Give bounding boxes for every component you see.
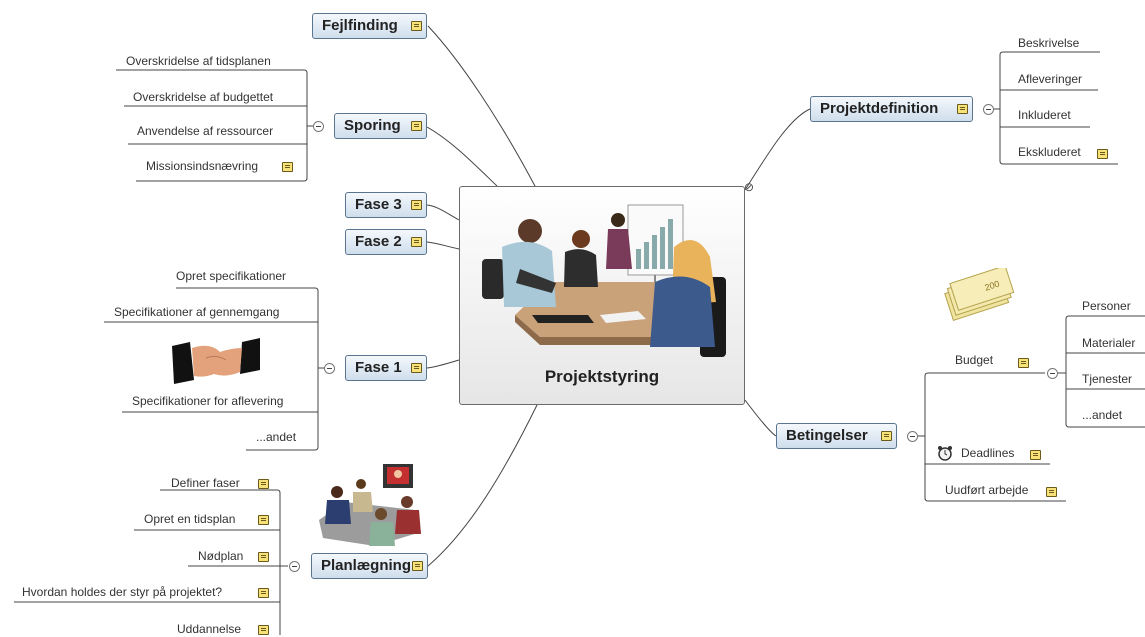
meeting-icon (319, 464, 421, 546)
note-icon[interactable] (411, 200, 422, 210)
topic-fejlfinding[interactable]: Fejlfinding (312, 13, 427, 39)
topic-label: Fase 3 (355, 196, 402, 213)
note-icon[interactable] (258, 515, 269, 525)
topic-label: Projektdefinition (820, 100, 939, 117)
collapse-icon[interactable] (907, 431, 918, 442)
fase1-item[interactable]: Opret specifikationer (176, 269, 287, 283)
collapse-icon[interactable] (289, 561, 300, 572)
central-title: Projektstyring (544, 367, 660, 386)
note-icon[interactable] (411, 363, 422, 373)
sporing-item[interactable]: Missionsindsnævring (146, 159, 259, 173)
fase1-item[interactable]: Specifikationer af gennemgang (114, 305, 280, 319)
planlaegning-item[interactable]: Hvordan holdes der styr på projektet? (22, 585, 223, 599)
attachment-icon[interactable]: ⊘ (744, 180, 755, 194)
planlaegning-item[interactable]: Definer faser (171, 476, 240, 490)
budget-item[interactable]: ...andet (1082, 408, 1123, 422)
note-icon[interactable] (258, 479, 269, 489)
topic-label: Planlægning (321, 557, 411, 574)
betingelser-item[interactable]: Budget (955, 353, 994, 367)
betingelser-item[interactable]: Deadlines (961, 446, 1015, 460)
topic-projektdefinition[interactable]: Projektdefinition (810, 96, 973, 122)
fase1-item[interactable]: ...andet (256, 430, 297, 444)
svg-text:200: 200 (983, 279, 1000, 293)
budget-item[interactable]: Personer (1082, 299, 1131, 313)
planlaegning-item[interactable]: Opret en tidsplan (144, 512, 236, 526)
collapse-icon[interactable] (1047, 368, 1058, 379)
note-icon[interactable] (1030, 450, 1041, 460)
note-icon[interactable] (1046, 487, 1057, 497)
topic-sporing[interactable]: Sporing (334, 113, 427, 139)
topic-fase1[interactable]: Fase 1 (345, 355, 427, 381)
topic-fase3[interactable]: Fase 3 (345, 192, 427, 218)
note-icon[interactable] (411, 237, 422, 247)
note-icon[interactable] (881, 431, 892, 441)
note-icon[interactable] (411, 21, 422, 31)
projektdefinition-item[interactable]: Inkluderet (1018, 108, 1071, 122)
topic-label: Fase 2 (355, 233, 402, 250)
topic-betingelser[interactable]: Betingelser (776, 423, 897, 449)
topic-label: Fejlfinding (322, 17, 398, 34)
betingelser-item[interactable]: Uudført arbejde (945, 483, 1029, 497)
sporing-item[interactable]: Overskridelse af tidsplanen (126, 54, 271, 68)
note-icon[interactable] (957, 104, 968, 114)
note-icon[interactable] (1018, 358, 1029, 368)
planlaegning-item[interactable]: Uddannelse (177, 622, 242, 636)
projektdefinition-item[interactable]: Afleveringer (1018, 72, 1083, 86)
collapse-icon[interactable] (313, 121, 324, 132)
projektdefinition-item[interactable]: Ekskluderet (1018, 145, 1081, 159)
note-icon[interactable] (258, 588, 269, 598)
note-icon[interactable] (412, 561, 423, 571)
topic-planlaegning[interactable]: Planlægning (311, 553, 428, 579)
note-icon[interactable] (258, 552, 269, 562)
collapse-icon[interactable] (324, 363, 335, 374)
alarm-clock-icon (938, 446, 952, 461)
planlaegning-item[interactable]: Nødplan (198, 549, 244, 563)
money-icon: 200 (944, 268, 1014, 321)
meeting-illustration (482, 204, 726, 357)
topic-fase2[interactable]: Fase 2 (345, 229, 427, 255)
collapse-icon[interactable] (983, 104, 994, 115)
note-icon[interactable] (411, 121, 422, 131)
note-icon[interactable] (258, 625, 269, 635)
projektdefinition-item[interactable]: Beskrivelse (1018, 36, 1080, 50)
sporing-item[interactable]: Overskridelse af budgettet (133, 90, 274, 104)
budget-item[interactable]: Materialer (1082, 336, 1136, 350)
central-topic[interactable]: Projektstyring (459, 186, 745, 405)
fase1-item[interactable]: Specifikationer for aflevering (132, 394, 284, 408)
note-icon[interactable] (1097, 149, 1108, 159)
topic-label: Fase 1 (355, 359, 402, 376)
handshake-icon (172, 338, 260, 384)
note-icon[interactable] (282, 162, 293, 172)
topic-label: Betingelser (786, 427, 868, 444)
budget-item[interactable]: Tjenester (1082, 372, 1133, 386)
sporing-item[interactable]: Anvendelse af ressourcer (137, 124, 274, 138)
topic-label: Sporing (344, 117, 401, 134)
